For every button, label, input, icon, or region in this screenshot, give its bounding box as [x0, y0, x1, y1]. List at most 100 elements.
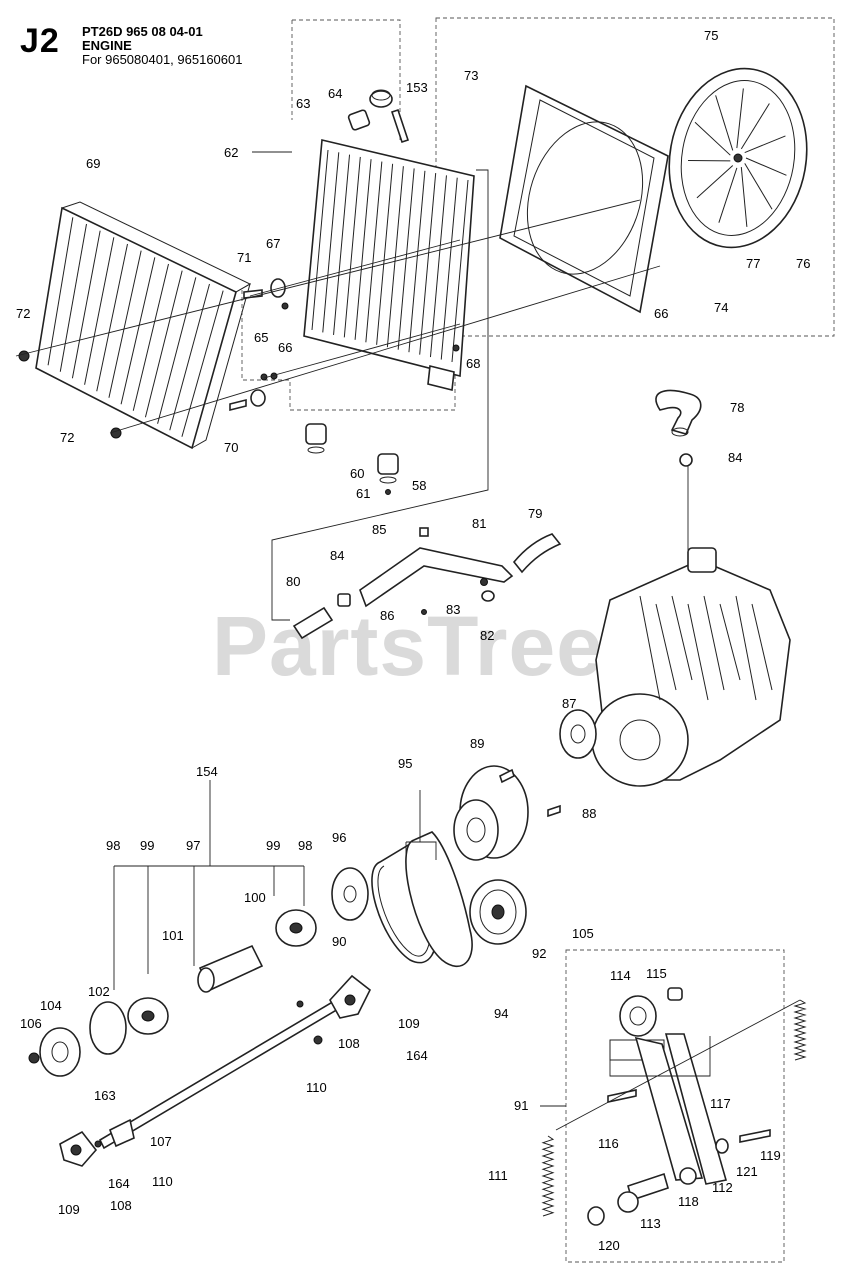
label-99-right: 99 — [266, 838, 280, 853]
diagram-stroke — [397, 168, 415, 350]
flange-hub — [28, 1027, 81, 1077]
label-71: 71 — [237, 250, 251, 265]
label-95: 95 — [398, 756, 412, 771]
label-72-upper: 72 — [16, 306, 30, 321]
diagram-stroke — [354, 159, 372, 340]
label-100: 100 — [244, 890, 266, 905]
diagram-stroke — [120, 257, 156, 405]
hose-clamp-upper — [679, 453, 693, 554]
diagram-stroke — [703, 595, 725, 691]
label-96: 96 — [332, 830, 346, 845]
rubber-coupler-left — [127, 997, 169, 1035]
label-153: 153 — [406, 80, 428, 95]
fan-shroud — [499, 84, 669, 314]
leader-lines-lower — [113, 151, 801, 1131]
diagram-stroke — [408, 170, 426, 353]
diagram-stroke — [322, 152, 340, 333]
label-63: 63 — [296, 96, 310, 111]
label-76: 76 — [796, 256, 810, 271]
label-62: 62 — [224, 145, 238, 160]
diagram-stroke — [440, 177, 458, 360]
lower-hose — [292, 527, 562, 640]
applicable-models: For 965080401, 965160601 — [82, 52, 243, 67]
diagram-stroke — [311, 149, 329, 331]
diagram-stroke — [719, 603, 741, 681]
diagram-stroke — [343, 156, 361, 338]
label-79: 79 — [528, 506, 542, 521]
diagram-stroke — [376, 163, 394, 345]
diagram-stroke — [429, 175, 447, 358]
label-90: 90 — [332, 934, 346, 949]
diagram-stroke — [419, 173, 437, 355]
radiator-group-box — [241, 19, 456, 411]
diagram-stroke — [671, 595, 693, 681]
label-94: 94 — [494, 1006, 508, 1021]
label-110-upper: 110 — [306, 1080, 327, 1095]
diagram-stroke — [96, 243, 128, 392]
label-164-upper: 164 — [406, 1048, 428, 1063]
front-grille — [35, 201, 252, 450]
diagram-stroke — [47, 217, 74, 366]
drive-tube — [197, 944, 264, 993]
label-82: 82 — [480, 628, 494, 643]
label-91: 91 — [514, 1098, 528, 1113]
diagram-stroke — [639, 595, 661, 701]
upper-hose — [655, 389, 702, 437]
diagram-stroke — [181, 290, 224, 437]
diagram-stroke — [84, 237, 115, 385]
label-80: 80 — [286, 574, 300, 589]
label-88: 88 — [582, 806, 596, 821]
label-102: 102 — [88, 984, 110, 999]
label-60: 60 — [350, 466, 364, 481]
label-70: 70 — [224, 440, 238, 455]
diagram-stroke — [132, 263, 169, 411]
idler-arm — [634, 1033, 728, 1185]
model-number: PT26D 965 08 04-01 — [82, 24, 203, 39]
label-84-upper: 84 — [728, 450, 742, 465]
diagram-stroke — [736, 88, 744, 149]
label-108-lower: 108 — [110, 1198, 132, 1213]
diagram-stroke — [108, 250, 142, 398]
diagram-stroke — [451, 179, 469, 363]
diagram-stroke — [144, 270, 183, 418]
label-109-upper: 109 — [398, 1016, 420, 1031]
fan-group-box — [435, 17, 835, 337]
label-97: 97 — [186, 838, 200, 853]
label-163: 163 — [94, 1088, 116, 1103]
diagram-stroke — [745, 157, 787, 176]
tension-spring-right — [793, 999, 807, 1061]
diagram-stroke — [744, 135, 786, 154]
label-69: 69 — [86, 156, 100, 171]
overflow-tube — [390, 108, 410, 144]
label-105: 105 — [572, 926, 594, 941]
label-107: 107 — [150, 1134, 172, 1149]
label-72-lower: 72 — [60, 430, 74, 445]
diagram-stroke — [696, 165, 734, 199]
label-83: 83 — [446, 602, 460, 617]
label-154: 154 — [196, 764, 218, 779]
label-110-lower: 110 — [152, 1174, 173, 1189]
label-67: 67 — [266, 236, 280, 251]
label-111: 111 — [488, 1168, 508, 1183]
label-75: 75 — [704, 28, 718, 43]
callout-labels: 75 73 64 153 63 62 69 71 67 72 65 66 68 … — [16, 28, 810, 1253]
label-92: 92 — [532, 946, 546, 961]
bearing-bracket-upper — [296, 974, 372, 1045]
drive-belts — [371, 831, 473, 967]
label-64: 64 — [328, 86, 342, 101]
label-119: 119 — [760, 1148, 781, 1163]
diagram-stroke — [694, 121, 731, 156]
diagram-stroke — [687, 603, 709, 701]
diagram-stroke — [740, 103, 770, 150]
label-106: 106 — [20, 1016, 42, 1031]
label-66-left: 66 — [278, 340, 292, 355]
label-117: 117 — [710, 1096, 731, 1111]
diagram-stroke — [740, 167, 748, 227]
label-101: 101 — [162, 928, 184, 943]
label-116: 116 — [598, 1136, 619, 1151]
label-164-lower: 164 — [108, 1176, 130, 1191]
diagram-stroke — [718, 167, 738, 223]
hardware-radiator — [18, 278, 460, 495]
label-66-right: 66 — [654, 306, 668, 321]
diagram-stroke — [744, 163, 773, 210]
